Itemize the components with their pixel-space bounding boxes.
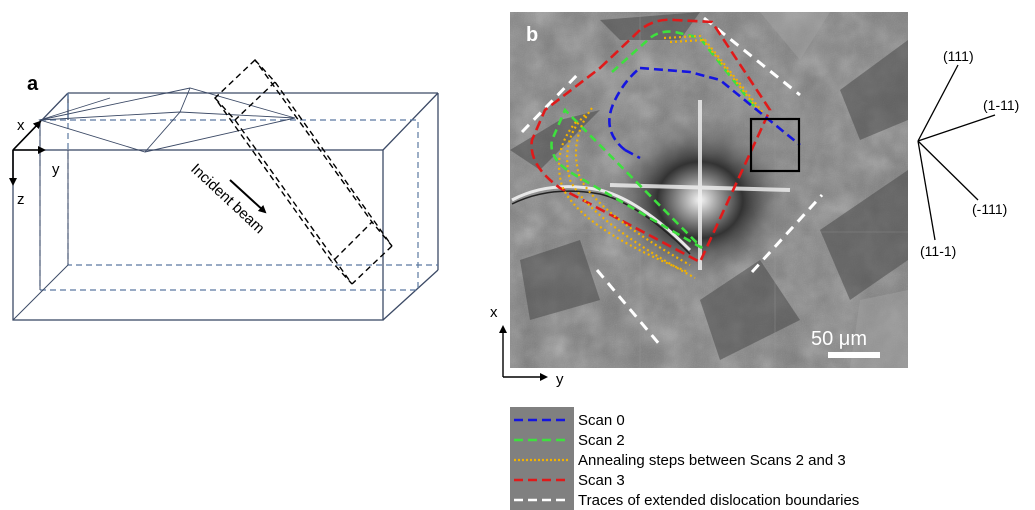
x-axis-arrow — [12, 120, 42, 151]
direction-1-11-label: (1-11) — [983, 97, 1019, 113]
direction-111-label: (111) — [943, 48, 974, 64]
dislocation-traces — [520, 16, 824, 346]
crystal-box-hidden-edges — [39, 93, 438, 291]
legend: Scan 0 Scan 2 Annealing steps between Scan… — [510, 407, 859, 510]
axes-a: x y z — [9, 117, 60, 208]
annealing-steps — [558, 34, 765, 279]
b-x-axis-label: x — [490, 304, 498, 321]
direction-11-1-label: (11-1) — [920, 243, 956, 259]
direction-11-1-line — [917, 140, 936, 241]
panel-a-letter: a — [27, 73, 39, 95]
scan-0-outline — [608, 66, 801, 152]
region-of-interest-box — [749, 117, 801, 173]
panel-a: a — [9, 58, 439, 321]
direction-m111-label: (-111) — [972, 201, 1007, 217]
scan-2-outline — [550, 30, 759, 250]
scale-bar — [828, 352, 880, 358]
micrograph — [510, 12, 908, 368]
crystal-directions — [917, 64, 996, 241]
incident-beam-label: Incident beam — [187, 160, 268, 237]
z-axis-label: z — [17, 191, 25, 208]
legend-label: Scan 0 — [578, 412, 625, 429]
legend-label: Annealing steps between Scans 2 and 3 — [578, 452, 846, 469]
direction-111-line — [917, 64, 959, 142]
legend-item: Traces of extended dislocation boundarie… — [514, 492, 859, 509]
x-axis-label: x — [17, 117, 25, 134]
legend-label: Scan 2 — [578, 432, 625, 449]
legend-item: Annealing steps between Scans 2 and 3 — [514, 452, 846, 469]
panel-b-letter: b — [526, 24, 538, 46]
b-y-axis-label: y — [556, 371, 564, 388]
direction-1-11-line — [917, 114, 996, 142]
legend-item: Scan 3 — [514, 472, 625, 489]
beam-volume — [214, 58, 393, 285]
legend-label: Scan 3 — [578, 472, 625, 489]
incident-beam-arrow — [229, 179, 267, 214]
scan-3-outline — [530, 18, 772, 264]
scale-bar-label: 50 μm — [811, 328, 867, 350]
y-axis-label: y — [52, 161, 60, 178]
panel-b-overlays: b 50 μm x y — [490, 16, 880, 388]
indent-pyramid — [38, 87, 296, 153]
box-right-bottom-edge — [382, 269, 439, 321]
box-right-top-edge — [382, 92, 439, 151]
direction-m111-line — [917, 140, 979, 201]
legend-swatch-background — [510, 407, 574, 510]
legend-label: Traces of extended dislocation boundarie… — [578, 492, 859, 509]
legend-item: Scan 2 — [514, 432, 625, 449]
legend-item: Scan 0 — [514, 412, 625, 429]
